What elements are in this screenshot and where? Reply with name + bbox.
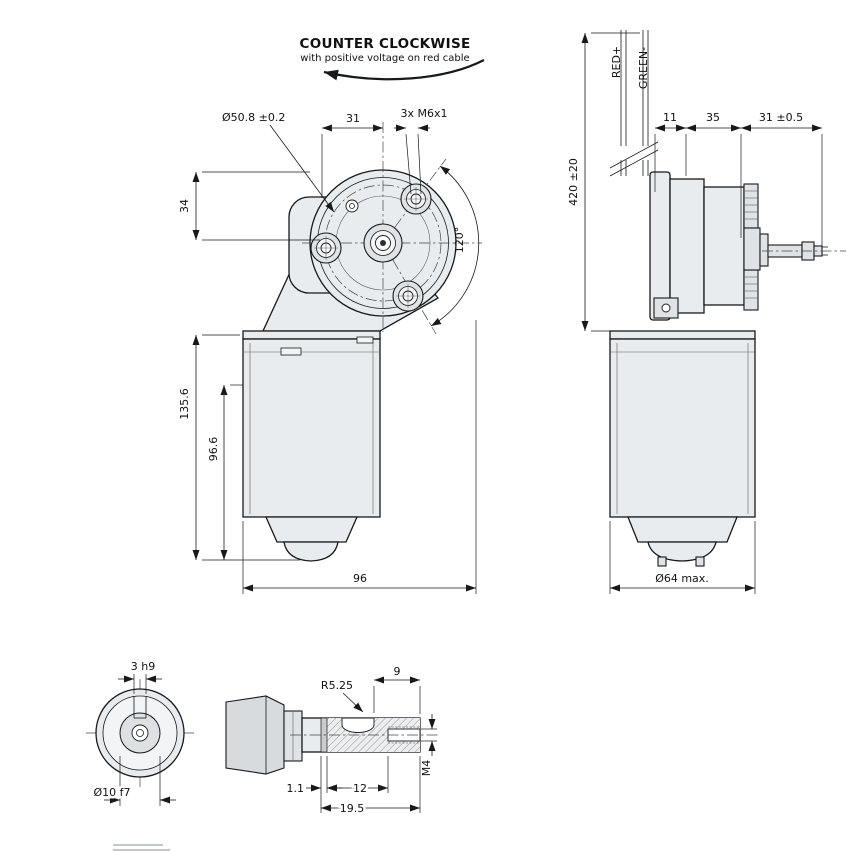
shaft-detail-view: R5.25 9 M4 1.1 12 (225, 665, 440, 818)
dim-groove-width-label: 1.1 (287, 782, 305, 795)
dim-overall-length: 135.6 (176, 334, 300, 561)
title-block-edge (113, 844, 170, 851)
dim-body-length: 96.6 (205, 384, 243, 560)
shaft-end-view: 3 h9 Ø10 f7 (86, 660, 194, 806)
dim-gear-cover-diameter: Ø50.8 ±0.2 (222, 111, 335, 213)
dim-bottom-row: 1.1 12 19.5 (287, 756, 421, 818)
svg-text:420 ±20: 420 ±20 (567, 158, 580, 206)
thread-hole-circle (131, 724, 149, 742)
through-bolt-left (657, 556, 667, 567)
flange-tab (356, 336, 374, 344)
dim-shaft-end-length-label: 19.5 (340, 802, 365, 815)
through-bolt-right (695, 556, 705, 567)
svg-text:31: 31 (346, 112, 360, 125)
dim-35-label: 35 (706, 111, 720, 124)
motor-body-front (242, 338, 381, 518)
gearbox-stub (225, 695, 285, 775)
dim-groove-to-end-label: 12 (353, 782, 367, 795)
dim-thread-size: M4 (420, 714, 437, 776)
dim-cable-length: 420 ±20 (565, 32, 640, 332)
dim-slot-radius: R5.25 (321, 679, 364, 713)
svg-text:M4: M4 (420, 760, 433, 777)
small-pin-hole (345, 199, 359, 213)
svg-text:Ø10 f7: Ø10 f7 (93, 786, 130, 799)
brush-slot (280, 347, 302, 356)
svg-text:Ø50.8 ±0.2: Ø50.8 ±0.2 (222, 111, 285, 124)
output-shaft-front (363, 223, 403, 263)
mount-boss-bottom (392, 280, 424, 312)
dim-mount-holes: 3x M6x1 (394, 107, 448, 195)
dim-overall-width: 96 (242, 320, 477, 594)
motor-end-step (265, 516, 358, 543)
dim-shaft-diameter: Ø10 f7 (91, 756, 176, 806)
motor-body-side (609, 330, 756, 567)
rotation-note: COUNTER CLOCKWISE with positive voltage … (299, 36, 485, 81)
dim-body-diameter: Ø64 max. (609, 521, 756, 594)
svg-text:R5.25: R5.25 (321, 679, 353, 692)
dim-shaft-length-label: 31 ±0.5 (759, 111, 803, 124)
dim-key-width: 3 h9 (118, 660, 162, 694)
gearbox-side (649, 171, 846, 321)
rotation-direction-label: COUNTER CLOCKWISE (299, 36, 470, 52)
dim-top-row: 11 35 31 ±0.5 (654, 111, 823, 248)
front-view: Ø50.8 ±0.2 31 3x M6x1 34 120° (176, 107, 482, 594)
dim-top-to-center: 34 (178, 171, 320, 241)
cable-green-label: GREEN- (637, 47, 650, 89)
ccw-arrow-icon (323, 59, 485, 81)
dim-thread-length: 9 (373, 665, 421, 714)
svg-text:34: 34 (178, 199, 191, 213)
cables: RED+ GREEN- (609, 30, 659, 177)
output-boss-side (743, 227, 761, 271)
svg-text:3 h9: 3 h9 (131, 660, 155, 673)
motor-end-dome (283, 541, 339, 562)
svg-text:3x M6x1: 3x M6x1 (400, 107, 447, 120)
mount-boss-top (400, 183, 432, 215)
svg-text:Ø64 max.: Ø64 max. (655, 572, 709, 585)
svg-text:96.6: 96.6 (207, 437, 220, 462)
rotation-note-label: with positive voltage on red cable (300, 53, 469, 64)
svg-text:135.6: 135.6 (178, 388, 191, 420)
dim-11-label: 11 (663, 111, 677, 124)
svg-text:120°: 120° (453, 227, 466, 254)
dim-hole-angle: 120° (430, 165, 480, 327)
svg-text:9: 9 (394, 665, 401, 678)
dim-boss-offset: 31 (321, 112, 383, 198)
mount-boss-left (310, 232, 342, 264)
cable-red-label: RED+ (610, 46, 623, 78)
svg-text:96: 96 (353, 572, 367, 585)
side-view: RED+ GREEN- (565, 30, 846, 594)
cable-break-mark (609, 141, 659, 169)
radius-slot (341, 717, 375, 733)
